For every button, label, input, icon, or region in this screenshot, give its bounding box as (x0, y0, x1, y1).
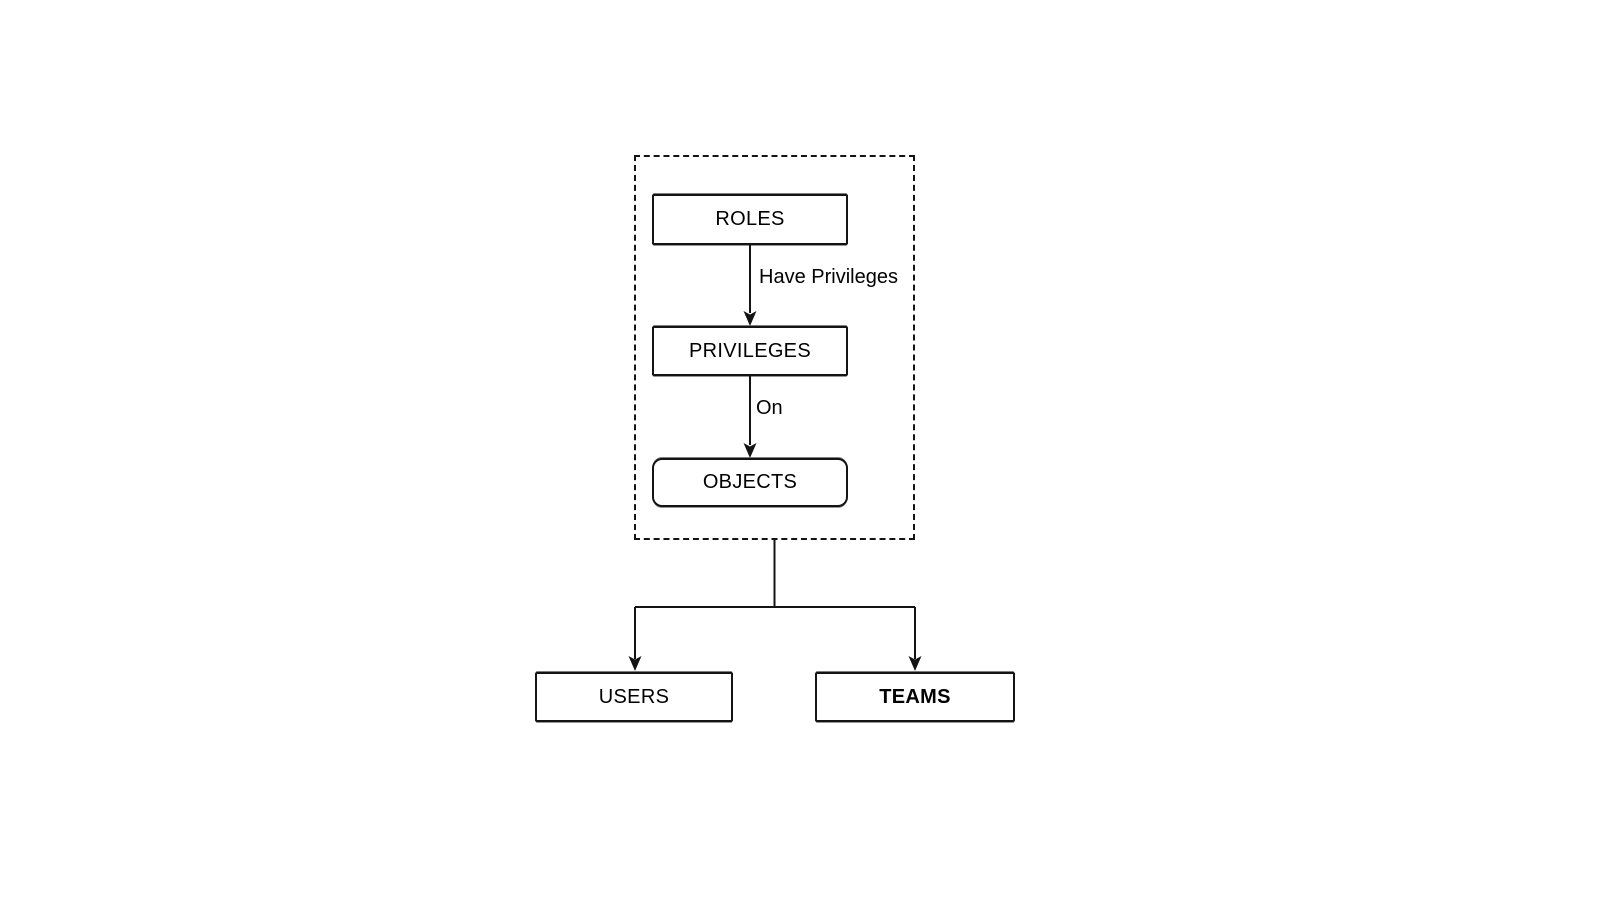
dashed-group-container (634, 155, 915, 540)
node-teams-label: TEAMS (879, 685, 951, 708)
node-roles-label: ROLES (715, 208, 785, 230)
node-teams: TEAMS (815, 672, 1015, 722)
node-privileges: PRIVILEGES (652, 326, 848, 376)
node-objects: OBJECTS (652, 458, 848, 507)
node-users-label: USERS (598, 685, 670, 708)
node-users: USERS (535, 672, 733, 722)
node-objects-label: OBJECTS (702, 471, 798, 493)
arrowhead-users-icon (628, 656, 642, 671)
node-privileges-label: PRIVILEGES (689, 339, 811, 362)
edge-label-have-privileges: Have Privileges (757, 266, 900, 288)
node-roles: ROLES (652, 194, 848, 245)
arrowhead-teams-icon (908, 656, 922, 671)
edge-label-on: On (754, 397, 785, 419)
